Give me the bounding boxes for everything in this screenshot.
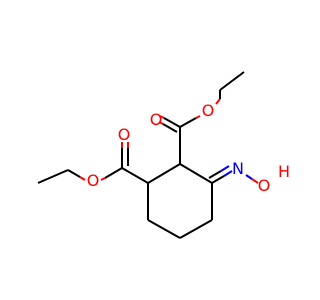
hydroxyl-oxygen-label: O (258, 176, 271, 195)
oxime-double-bond (220, 165, 230, 172)
carbonyl-double-bond (163, 117, 181, 128)
n-o-bond (245, 174, 253, 180)
carbonyl-double-bond (158, 121, 164, 125)
chemical-structure-diagram: O O O O N O H (37, 71, 291, 239)
ring-bond (147, 163, 181, 184)
oxime-group (208, 165, 259, 184)
bond-c1-carbonyl-carbon (121, 167, 149, 184)
ethyl-bond (37, 169, 69, 184)
ring-bond (179, 163, 213, 184)
ester-oxygen-label: O (202, 101, 215, 120)
left-ester-group (37, 142, 149, 184)
ring-bond (147, 219, 181, 239)
upper-ester-group (158, 71, 245, 164)
oxime-double-bond (208, 170, 222, 179)
carbonyl-oxygen-label: O (150, 110, 163, 129)
ester-single-bond (179, 117, 197, 128)
cyclohexane-ring (147, 163, 213, 239)
ester-oxygen-label: O (87, 171, 100, 190)
ethoxy-bond (79, 176, 86, 181)
oxime-double-bond (211, 175, 225, 184)
ester-single-bond (104, 167, 123, 179)
ring-bond (179, 219, 213, 239)
ester-single-bond (100, 177, 106, 181)
ester-single-bond (195, 115, 201, 119)
ethoxy-bond (67, 169, 81, 178)
oxime-double-bond (223, 170, 233, 177)
oxime-nitrogen-label: N (232, 159, 244, 178)
hydroxyl-hydrogen-label: H (278, 162, 290, 181)
carbonyl-oxygen-label: O (118, 125, 131, 144)
carbonyl-double-bond (162, 123, 178, 133)
ethyl-bond (219, 71, 245, 91)
carbonyl-double-bond (159, 115, 165, 119)
n-o-bond (251, 178, 259, 184)
ethoxy-bond (215, 98, 221, 105)
